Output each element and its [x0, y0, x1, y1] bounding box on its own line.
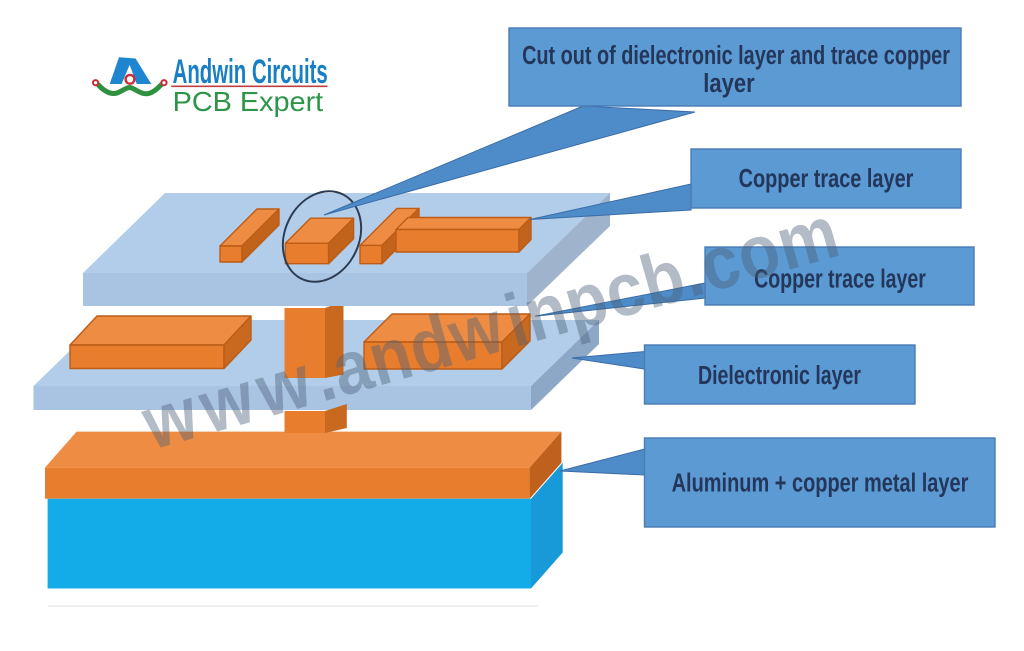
- svg-text:Copper trace layer: Copper trace layer: [739, 163, 914, 192]
- svg-text:Andwin Circuits: Andwin Circuits: [173, 53, 328, 91]
- svg-text:Copper trace layer: Copper trace layer: [754, 264, 926, 293]
- svg-text:PCB Expert: PCB Expert: [173, 86, 324, 118]
- svg-text:layer: layer: [703, 70, 755, 99]
- svg-text:Aluminum + copper metal layer: Aluminum + copper metal layer: [672, 468, 969, 497]
- svg-text:Dielectronic layer: Dielectronic layer: [698, 360, 861, 389]
- svg-text:Cut out of dielectronic layer: Cut out of dielectronic layer and trace …: [522, 41, 950, 70]
